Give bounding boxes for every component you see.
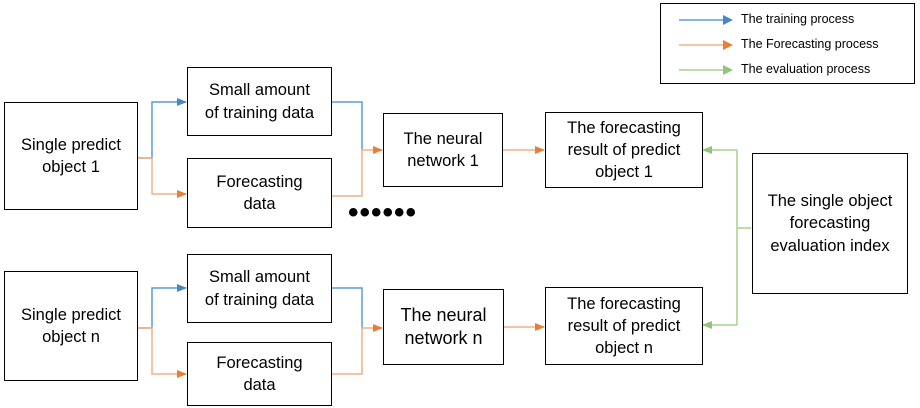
forecasting-to-network-arrow-1: [332, 146, 383, 197]
single-predict-object-n-label: Single predict object n: [21, 305, 121, 346]
training-data-box-1: Small amount of training data: [187, 67, 332, 136]
training-to-network-line-n: [332, 287, 363, 328]
ellipsis: ••••••: [348, 196, 418, 229]
training-data-box-1-label: Small amount of training data: [204, 81, 315, 122]
training-to-network-line-1: [332, 101, 363, 150]
forecasting-result-1: The forecasting result of predict object…: [545, 112, 703, 188]
legend-forecasting-arrow-icon: [679, 40, 733, 50]
neural-network-n: The neural network n: [383, 289, 504, 365]
legend-evaluation-arrow-icon: [679, 65, 733, 75]
training-data-box-n: Small amount of training data: [187, 254, 332, 323]
forecasting-data-box-n-label: Forecasting data: [216, 353, 303, 394]
forecasting-data-box-1-label: Forecasting data: [216, 172, 303, 213]
forecasting-result-n-label: The forecasting result of predict object…: [567, 294, 681, 358]
forecasting-result-1-label: The forecasting result of predict object…: [567, 118, 681, 182]
training-data-box-n-label: Small amount of training data: [204, 268, 315, 309]
forecasting-data-box-1: Forecasting data: [187, 158, 332, 228]
legend-training-label: The training process: [741, 12, 855, 26]
single-predict-object-1: Single predict object 1: [4, 102, 138, 210]
legend-evaluation-label: The evaluation process: [741, 62, 871, 76]
forecasting-to-network-arrow-n: [332, 324, 383, 375]
forecasting-arrow-n: [138, 327, 187, 378]
single-predict-object-n: Single predict object n: [4, 271, 138, 381]
neural-network-1-label: The neural network 1: [403, 129, 483, 170]
forecasting-result-n: The forecasting result of predict object…: [545, 287, 703, 365]
legend-forecasting-label: The Forecasting process: [741, 37, 879, 51]
legend-training-arrow-icon: [679, 15, 733, 25]
forecasting-data-box-n: Forecasting data: [187, 342, 332, 406]
training-arrow-n: [138, 284, 187, 329]
legend-evaluation: The evaluation process: [661, 60, 914, 80]
evaluation-index-box: The single object forecasting evaluation…: [752, 153, 908, 294]
evaluation-index-label: The single object forecasting evaluation…: [767, 192, 893, 255]
legend-forecasting: The Forecasting process: [661, 35, 914, 55]
single-predict-object-1-label: Single predict object 1: [21, 135, 121, 176]
neural-network-n-label: The neural network n: [400, 304, 487, 348]
neural-network-1: The neural network 1: [383, 113, 503, 187]
legend: The training process The Forecasting pro…: [660, 3, 915, 84]
forecasting-arrow-1: [138, 157, 187, 198]
evaluation-trunk: [736, 150, 751, 325]
legend-training: The training process: [661, 10, 914, 30]
training-arrow-1: [138, 98, 187, 159]
